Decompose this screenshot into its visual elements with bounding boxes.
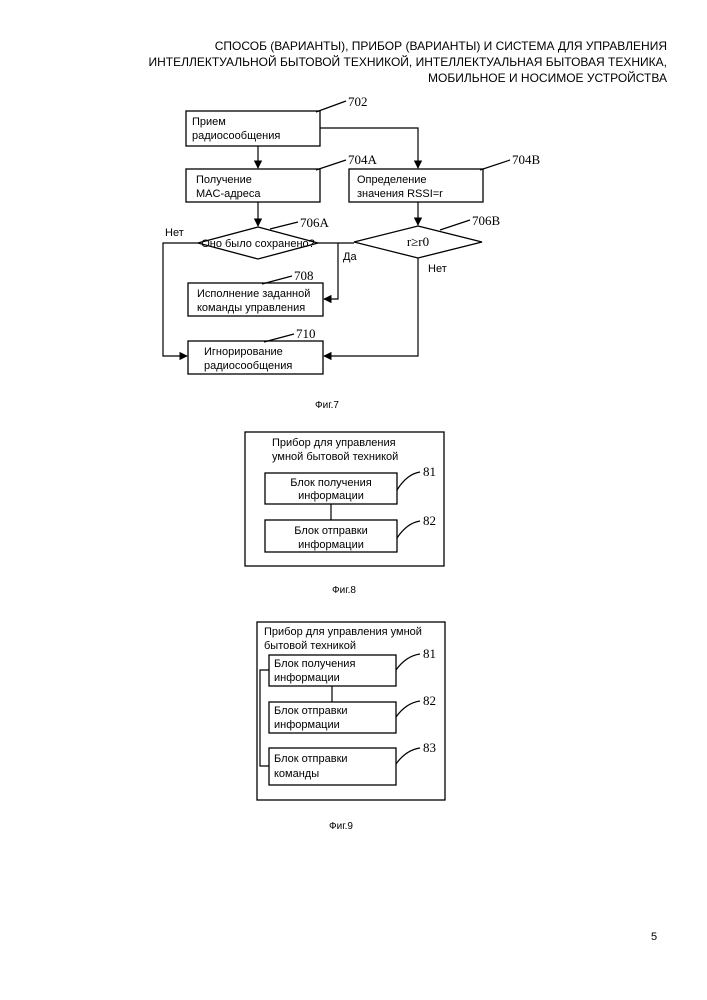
figure-8-caption: Фиг.8 bbox=[332, 585, 356, 596]
fig9-title-line2: бытовой техникой bbox=[264, 640, 356, 652]
fig9-block2-line2: информации bbox=[274, 719, 340, 731]
figure-9-caption: Фиг.9 bbox=[329, 821, 353, 832]
rssi-line1: Определение bbox=[357, 174, 427, 186]
page-number: 5 bbox=[651, 931, 657, 943]
label-no-706a: Нет bbox=[165, 227, 184, 239]
get-mac-line1: Получение bbox=[196, 174, 252, 186]
ref-704a: 704A bbox=[348, 152, 378, 167]
ignore-message-line2: радиосообщения bbox=[204, 360, 292, 372]
fig8-title-line2: умной бытовой техникой bbox=[272, 451, 398, 463]
fig9-block1-line1: Блок получения bbox=[274, 658, 355, 670]
leader-704a bbox=[316, 160, 346, 170]
label-no-706b: Нет bbox=[428, 263, 447, 275]
ref-82-fig9: 82 bbox=[423, 693, 436, 708]
ref-83-fig9: 83 bbox=[423, 740, 436, 755]
fig9-block2-line1: Блок отправки bbox=[274, 705, 348, 717]
ref-704b: 704B bbox=[512, 152, 541, 167]
ref-706a: 706A bbox=[300, 215, 330, 230]
leader-702 bbox=[316, 101, 346, 112]
leader-83-fig9 bbox=[396, 748, 420, 764]
leader-82-fig9 bbox=[396, 701, 420, 717]
ref-702: 702 bbox=[348, 94, 368, 109]
figure-7-flowchart: Прием радиосообщения 702 Получение MAC-а… bbox=[163, 94, 541, 411]
fig8-title-line1: Прибор для управления bbox=[272, 437, 396, 449]
fig9-title-line1: Прибор для управления умной bbox=[264, 626, 422, 638]
execute-command-line1: Исполнение заданной bbox=[197, 288, 310, 300]
fig9-block3-line2: команды bbox=[274, 768, 319, 780]
figure-8-block-diagram: Прибор для управления умной бытовой техн… bbox=[245, 432, 444, 596]
ref-710: 710 bbox=[296, 326, 316, 341]
fig9-side-link-line bbox=[260, 670, 269, 766]
arrow-706a-yes-to-708 bbox=[324, 243, 338, 299]
saved-decision-text: Оно было сохранено? bbox=[201, 238, 315, 250]
receive-message-line2: радиосообщения bbox=[192, 130, 280, 142]
fig9-block3-line1: Блок отправки bbox=[274, 753, 348, 765]
header-line-3: МОБИЛЬНОЕ И НОСИМОЕ УСТРОЙСТВА bbox=[428, 70, 667, 85]
execute-command-line2: команды управления bbox=[197, 302, 305, 314]
rssi-line2: значения RSSI=r bbox=[357, 188, 443, 200]
fig8-block2-line2: информации bbox=[298, 539, 364, 551]
ignore-message-line1: Игнорирование bbox=[204, 346, 283, 358]
receive-message-line1: Прием bbox=[192, 116, 226, 128]
fig8-block1-line2: информации bbox=[298, 490, 364, 502]
leader-704b bbox=[480, 160, 510, 170]
header-line-2: ИНТЕЛЛЕКТУАЛЬНОЙ БЫТОВОЙ ТЕХНИКОЙ, ИНТЕЛ… bbox=[148, 54, 667, 69]
ref-82-fig8: 82 bbox=[423, 513, 436, 528]
figure-7-caption: Фиг.7 bbox=[315, 400, 339, 411]
fig8-block2-line1: Блок отправки bbox=[294, 525, 368, 537]
get-mac-line2: MAC-адреса bbox=[196, 188, 261, 200]
leader-706a bbox=[270, 222, 298, 229]
ref-81-fig9: 81 bbox=[423, 646, 436, 661]
ref-706b: 706B bbox=[472, 213, 501, 228]
figure-9-block-diagram: Прибор для управления умной бытовой техн… bbox=[257, 622, 445, 832]
document-header: СПОСОБ (ВАРИАНТЫ), ПРИБОР (ВАРИАНТЫ) И С… bbox=[148, 39, 667, 85]
leader-81-fig9 bbox=[396, 654, 420, 670]
header-line-1: СПОСОБ (ВАРИАНТЫ), ПРИБОР (ВАРИАНТЫ) И С… bbox=[215, 39, 667, 53]
ref-708: 708 bbox=[294, 268, 314, 283]
ref-81-fig8: 81 bbox=[423, 464, 436, 479]
label-yes: Да bbox=[343, 251, 357, 263]
rssi-compare-text: r≥r0 bbox=[407, 234, 429, 249]
leader-81-fig8 bbox=[397, 472, 420, 490]
fig8-block1-line1: Блок получения bbox=[290, 477, 371, 489]
leader-706b bbox=[440, 220, 470, 230]
leader-82-fig8 bbox=[397, 521, 420, 538]
fig9-block1-line2: информации bbox=[274, 672, 340, 684]
